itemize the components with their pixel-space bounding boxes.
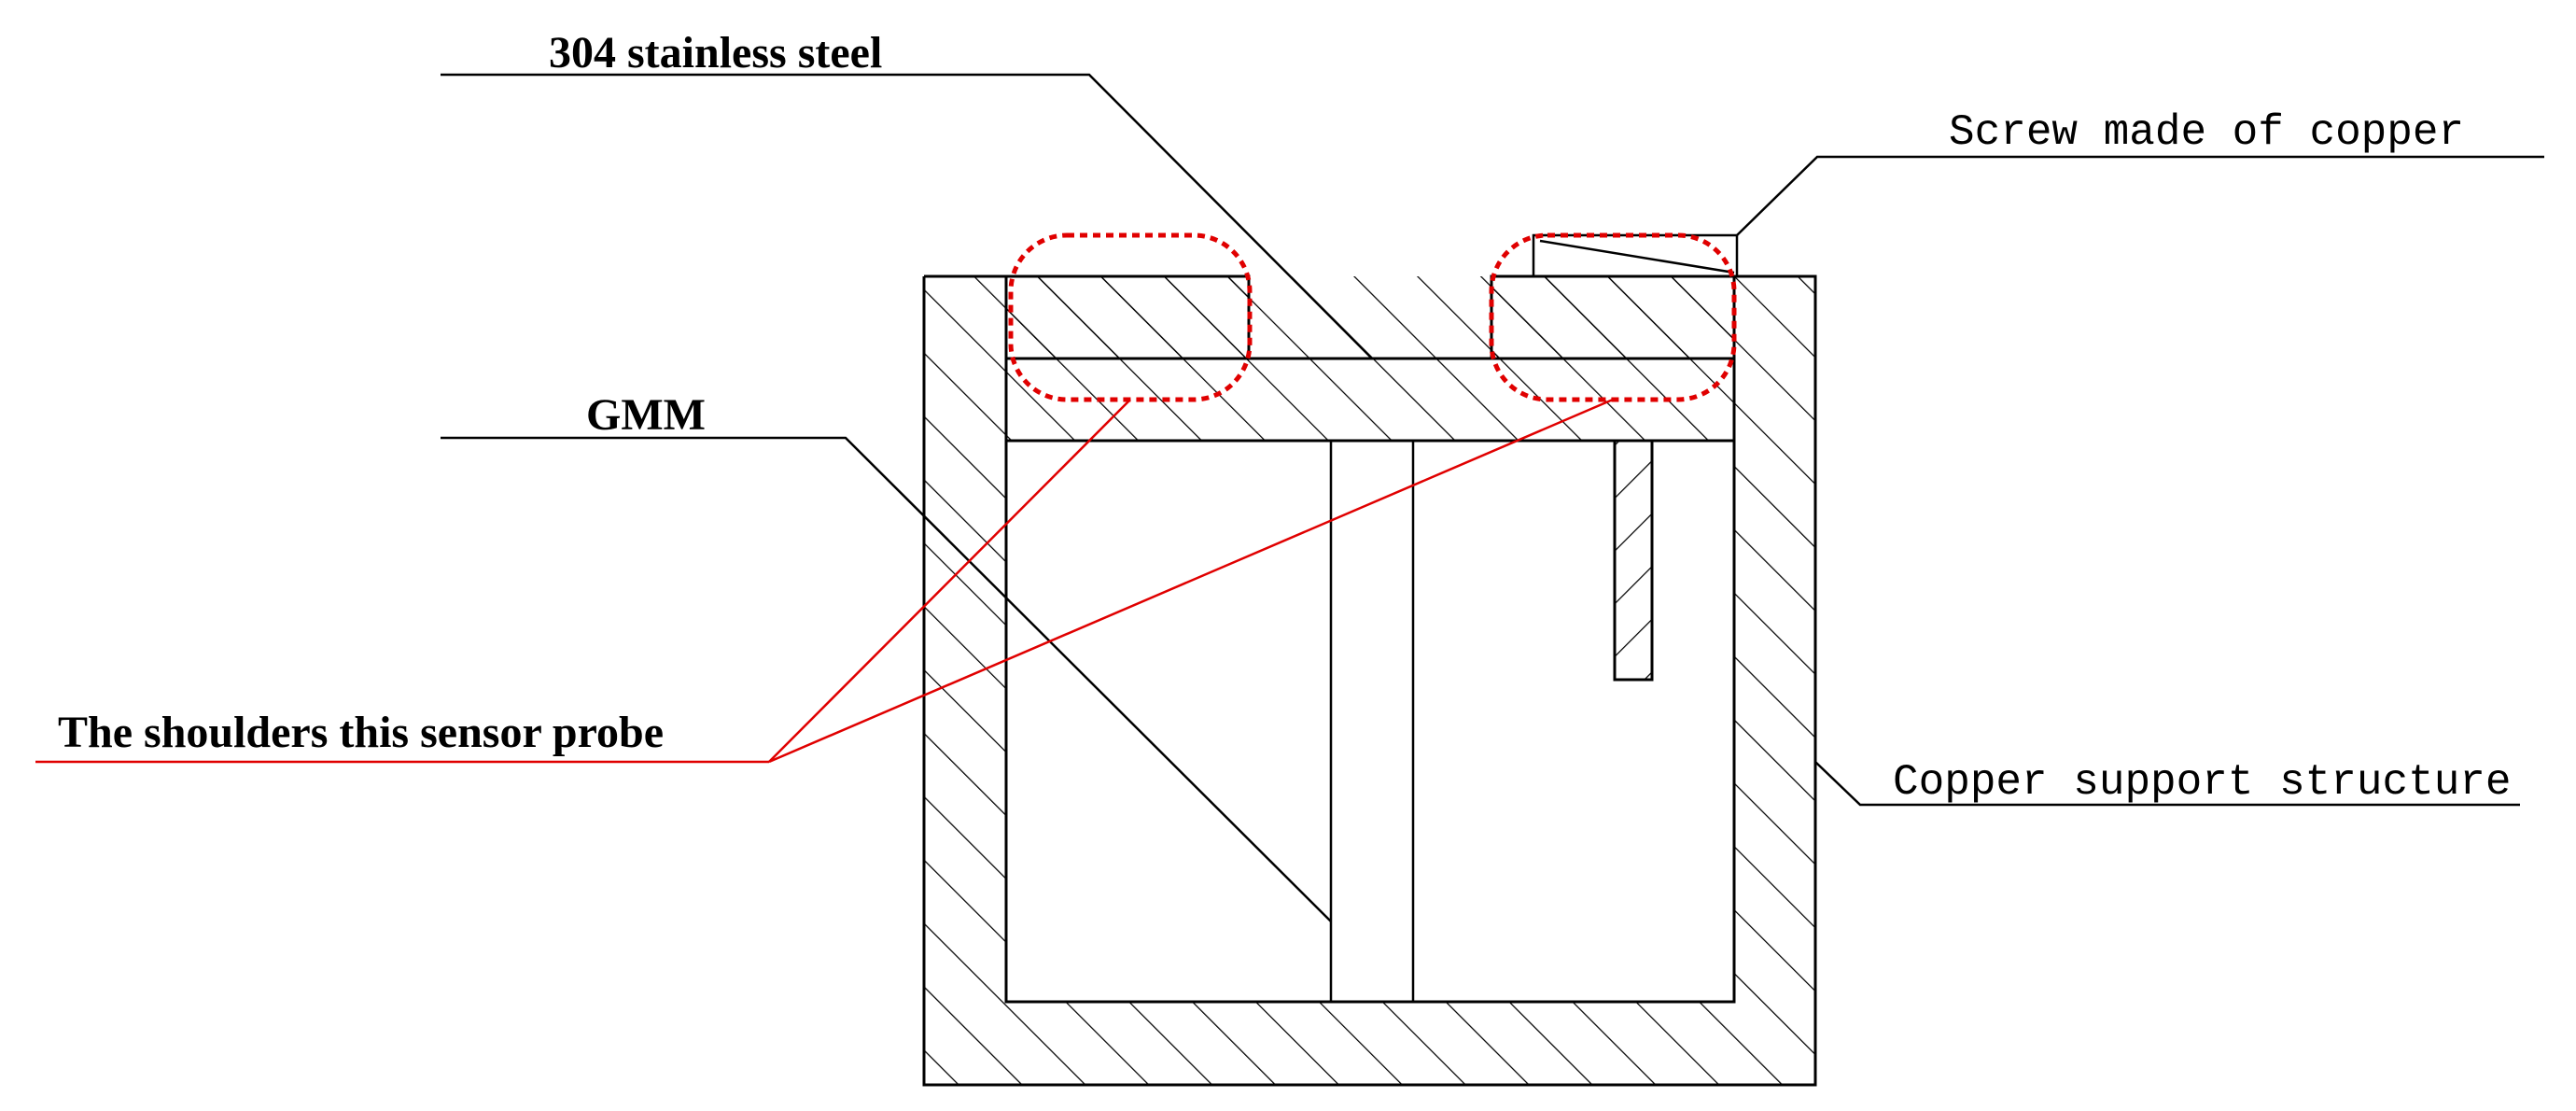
left-shoulder	[1004, 274, 1251, 360]
steel-label: 304 stainless steel	[549, 28, 882, 77]
gmm-rod	[1329, 439, 1415, 1004]
screw-leader	[1736, 155, 2544, 236]
gmm-leader	[441, 436, 1332, 922]
copper-screw-shank	[1613, 439, 1654, 682]
right-shoulder	[1490, 274, 1736, 360]
shoulders-leader	[35, 398, 1614, 764]
shoulders-label: The shoulders this sensor probe	[58, 708, 664, 757]
support-leader	[1814, 761, 2520, 807]
steel-leader	[441, 73, 1373, 359]
copper-screw-head	[1532, 233, 1739, 278]
support-label: Copper support structure	[1893, 758, 2512, 807]
screw-label: Screw made of copper	[1949, 108, 2464, 157]
gmm-label: GMM	[586, 390, 706, 440]
